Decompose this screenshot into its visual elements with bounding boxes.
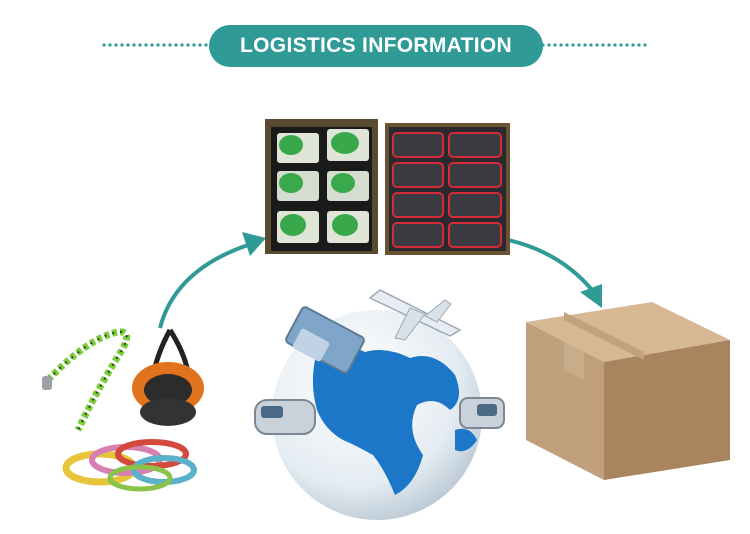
leash-image (42, 328, 131, 432)
dot (583, 43, 587, 47)
dot (625, 43, 629, 47)
dot (120, 43, 124, 47)
collars-image (62, 439, 197, 492)
dot (595, 43, 599, 47)
dot (559, 43, 563, 47)
decorative-dots-left (102, 43, 214, 47)
dot (162, 43, 166, 47)
arrow-to-box (507, 238, 594, 292)
dot (613, 43, 617, 47)
dot (186, 43, 190, 47)
dot (198, 43, 202, 47)
plane-icon (368, 289, 462, 341)
dot (180, 43, 184, 47)
dot (144, 43, 148, 47)
harness-image (132, 328, 204, 426)
dot (619, 43, 623, 47)
dot (126, 43, 130, 47)
globe-image (254, 289, 505, 520)
cardboard-box-image (526, 302, 730, 480)
dot (114, 43, 118, 47)
arrow-to-packing (158, 243, 249, 329)
dot (174, 43, 178, 47)
dot (607, 43, 611, 47)
dot (631, 43, 635, 47)
van-icon (459, 397, 505, 429)
dot (102, 43, 106, 47)
arrow-to-packing-head (242, 232, 266, 256)
dot (150, 43, 154, 47)
dot (547, 43, 551, 47)
page-title: LOGISTICS INFORMATION (209, 25, 543, 67)
dot (168, 43, 172, 47)
dot (204, 43, 208, 47)
dot (132, 43, 136, 47)
decorative-dots-right (541, 43, 647, 47)
dot (156, 43, 160, 47)
dot (571, 43, 575, 47)
dot (589, 43, 593, 47)
dot (553, 43, 557, 47)
train-icon (254, 399, 316, 435)
packed-green-photo (265, 119, 378, 254)
dot (138, 43, 142, 47)
packed-black-photo (385, 123, 510, 255)
dot (637, 43, 641, 47)
dot (643, 43, 647, 47)
dot (108, 43, 112, 47)
dot (192, 43, 196, 47)
arrow-to-box-head (580, 284, 602, 308)
dot (601, 43, 605, 47)
dot (565, 43, 569, 47)
dot (577, 43, 581, 47)
truck-icon (285, 306, 365, 374)
